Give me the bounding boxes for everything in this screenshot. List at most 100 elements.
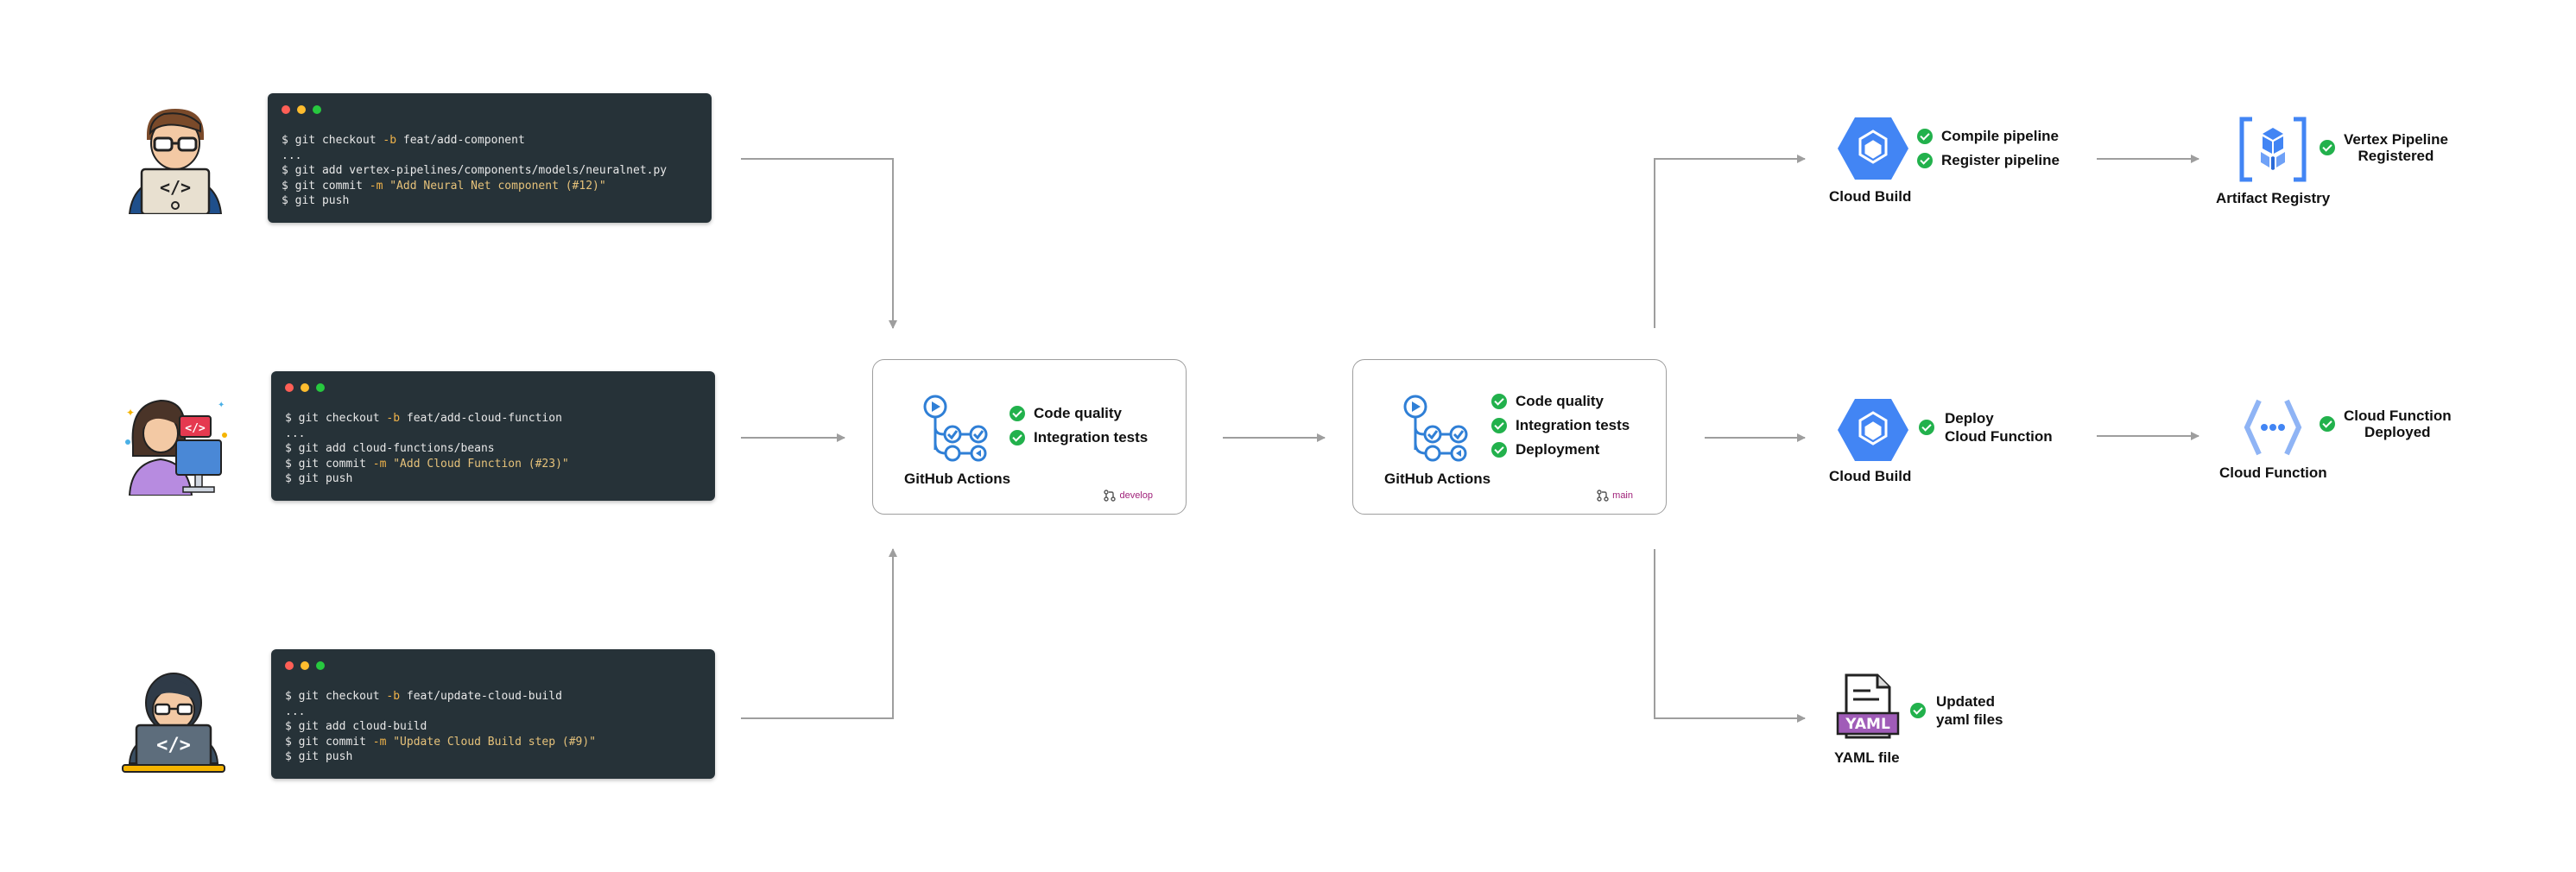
status-line-2: Deployed xyxy=(2364,424,2431,440)
check-icon xyxy=(2320,416,2335,432)
close-dot-icon xyxy=(285,661,294,670)
branch-badge-develop: develop xyxy=(1104,490,1153,502)
minimize-dot-icon xyxy=(297,105,306,114)
terminal-line: $ git add vertex-pipelines/components/mo… xyxy=(282,164,668,177)
terminal-line: $ git push xyxy=(285,472,353,485)
window-controls xyxy=(285,383,325,392)
check-label: Deployment xyxy=(1516,441,1600,458)
terminal-line: $ git add cloud-functions/beans xyxy=(285,442,495,455)
branch-badge-main: main xyxy=(1597,490,1633,502)
status-line-2: Cloud Function xyxy=(1945,428,2053,445)
develop-checks: Code quality Integration tests xyxy=(1010,401,1148,450)
close-dot-icon xyxy=(282,105,290,114)
github-actions-title: GitHub Actions xyxy=(1384,471,1491,487)
cloud-build-pipeline-checks: Compile pipeline Register pipeline xyxy=(1917,124,2060,173)
terminal-lines: $ git checkout -b feat/add-component... $… xyxy=(282,133,667,209)
maximize-dot-icon xyxy=(316,661,325,670)
check-icon xyxy=(1919,420,1934,435)
github-actions-icon xyxy=(1403,395,1468,462)
developer-avatar-2: </> ✦ ✦ xyxy=(125,399,227,496)
svg-text:</>: </> xyxy=(185,422,206,435)
svg-text:✦: ✦ xyxy=(218,401,225,410)
status-line-2: Registered xyxy=(2358,148,2434,164)
terminal-line: ... xyxy=(285,705,306,718)
terminal-line: $ git push xyxy=(282,194,350,207)
cloud-build-icon xyxy=(1838,117,1908,180)
check-row: Compile pipeline xyxy=(1917,124,2060,148)
svg-text:✦: ✦ xyxy=(126,407,135,419)
minimize-dot-icon xyxy=(301,661,309,670)
terminal-line: $ git add cloud-build xyxy=(285,720,427,733)
check-icon xyxy=(1010,430,1025,445)
status-line-1: Vertex Pipeline xyxy=(2344,131,2448,148)
check-row: Code quality xyxy=(1491,389,1630,414)
window-controls xyxy=(282,105,321,114)
arrow-main-to-cloudbuild-pipeline xyxy=(1654,155,1806,328)
terminal-line: $ git commit -m "Update Cloud Build step… xyxy=(285,735,597,749)
artifact-registry-icon xyxy=(2239,117,2307,182)
cloud-build-label: Cloud Build xyxy=(1829,188,1912,205)
status-line-1: Updated xyxy=(1936,693,1995,710)
branch-name: develop xyxy=(1119,490,1153,501)
terminal-developer-3: $ git checkout -b feat/update-cloud-buil… xyxy=(271,649,715,779)
main-checks: Code quality Integration tests Deploymen… xyxy=(1491,389,1630,462)
check-label: Integration tests xyxy=(1516,417,1630,433)
check-icon xyxy=(1010,406,1025,421)
artifact-registry-status: Vertex Pipeline Registered xyxy=(2320,131,2448,164)
terminal-line: $ git checkout -b feat/update-cloud-buil… xyxy=(285,690,562,703)
github-actions-develop-box: GitHub Actions Code quality Integration … xyxy=(872,359,1187,515)
svg-text:</>: </> xyxy=(160,177,191,198)
artifact-registry-label: Artifact Registry xyxy=(2216,190,2331,206)
terminal-developer-2: $ git checkout -b feat/add-cloud-functio… xyxy=(271,371,715,501)
github-actions-title: GitHub Actions xyxy=(904,471,1011,487)
terminal-line: $ git push xyxy=(285,750,353,763)
cloud-build-function-status: Deploy Cloud Function xyxy=(1919,409,2053,445)
yaml-status: Updated yaml files xyxy=(1910,692,2003,729)
minimize-dot-icon xyxy=(301,383,309,392)
yaml-icon-text: YAML xyxy=(1845,716,1890,733)
terminal-line: $ git commit -m "Add Cloud Function (#23… xyxy=(285,457,569,471)
github-actions-icon xyxy=(923,395,988,462)
arrow-main-to-yaml xyxy=(1654,549,1806,723)
arrow-dev1-to-develop xyxy=(741,158,897,329)
maximize-dot-icon xyxy=(313,105,321,114)
yaml-file-icon: YAML xyxy=(1836,673,1900,739)
check-row: Code quality xyxy=(1010,401,1148,426)
window-controls xyxy=(285,661,325,670)
check-label: Code quality xyxy=(1516,393,1604,409)
status-line-2: yaml files xyxy=(1936,711,2003,728)
terminal-lines: $ git checkout -b feat/add-cloud-functio… xyxy=(285,411,569,487)
terminal-line: $ git checkout -b feat/add-component xyxy=(282,134,525,147)
check-row: Register pipeline xyxy=(1917,148,2060,173)
maximize-dot-icon xyxy=(316,383,325,392)
check-row: Deployment xyxy=(1491,438,1630,462)
check-icon xyxy=(2320,140,2335,155)
branch-icon xyxy=(1597,490,1609,502)
cloud-build-icon xyxy=(1838,399,1908,461)
close-dot-icon xyxy=(285,383,294,392)
terminal-line: $ git commit -m "Add Neural Net componen… xyxy=(282,179,606,193)
check-icon xyxy=(1917,153,1933,168)
github-actions-main-box: GitHub Actions Code quality Integration … xyxy=(1352,359,1667,515)
terminal-line: ... xyxy=(282,148,302,162)
cloud-function-icon xyxy=(2244,399,2302,456)
terminal-line: ... xyxy=(285,427,306,440)
check-label: Integration tests xyxy=(1034,429,1149,445)
check-icon xyxy=(1491,418,1507,433)
check-icon xyxy=(1491,442,1507,458)
terminal-developer-1: $ git checkout -b feat/add-component... $… xyxy=(268,93,712,223)
check-icon xyxy=(1491,394,1507,409)
status-line-1: Cloud Function xyxy=(2344,408,2452,424)
svg-text:</>: </> xyxy=(156,735,191,756)
terminal-line: $ git checkout -b feat/add-cloud-functio… xyxy=(285,412,562,425)
check-row: Integration tests xyxy=(1491,414,1630,438)
check-label: Code quality xyxy=(1034,405,1123,421)
developer-avatar-1: </> xyxy=(128,109,223,214)
cloud-function-label: Cloud Function xyxy=(2219,464,2327,481)
terminal-lines: $ git checkout -b feat/update-cloud-buil… xyxy=(285,689,596,765)
cloud-build-label: Cloud Build xyxy=(1829,468,1912,484)
branch-icon xyxy=(1104,490,1117,502)
check-label: Register pipeline xyxy=(1941,152,2060,168)
check-icon xyxy=(1917,129,1933,144)
